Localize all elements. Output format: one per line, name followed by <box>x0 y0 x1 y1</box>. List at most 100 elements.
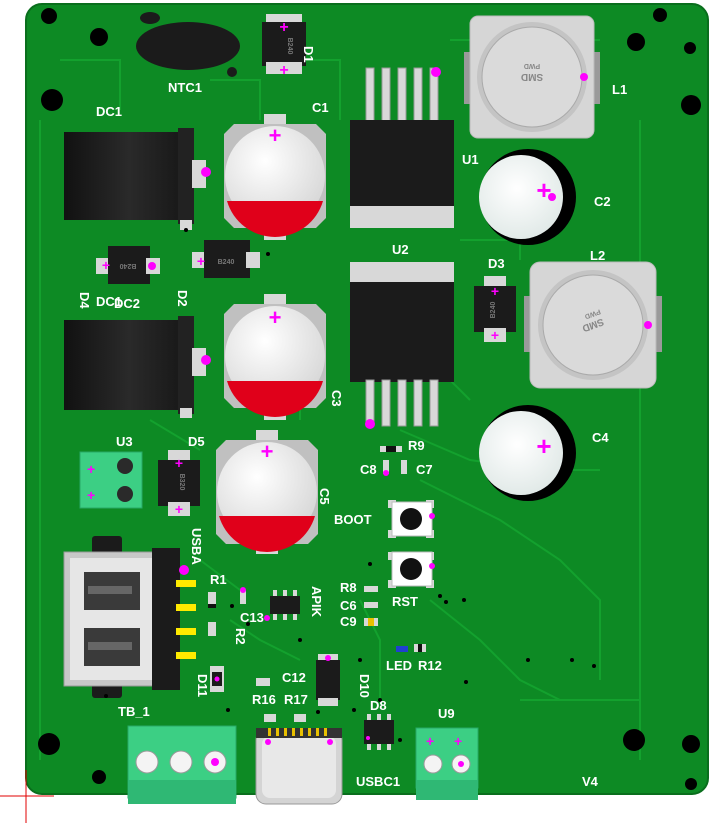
d3-diode[interactable]: B240 + + <box>474 276 516 343</box>
label-dc1: DC1 <box>96 104 122 119</box>
tb1-terminal[interactable] <box>127 725 237 804</box>
u1-regulator[interactable] <box>350 67 454 228</box>
vias <box>104 228 596 742</box>
label-dc1-b: DC1 <box>96 294 122 309</box>
rst-button[interactable] <box>388 551 435 588</box>
d11-diode[interactable] <box>210 666 224 692</box>
d8-chip[interactable] <box>364 714 394 750</box>
label-r12: R12 <box>418 658 442 673</box>
svg-text:+: + <box>454 733 462 749</box>
label-r16: R16 <box>252 692 276 707</box>
c7-capacitor[interactable] <box>401 460 407 474</box>
c8-capacitor[interactable] <box>383 460 389 476</box>
l1-text-top: SMD <box>521 71 543 82</box>
c9-capacitor[interactable] <box>364 618 378 626</box>
label-c13: C13 <box>240 610 264 625</box>
label-u1: U1 <box>462 152 479 167</box>
dc2-diode[interactable]: B240 + <box>96 246 160 284</box>
c12-capacitor[interactable] <box>256 678 270 686</box>
label-d1: D1 <box>301 46 316 63</box>
label-l2: L2 <box>590 248 605 263</box>
label-r8: R8 <box>340 580 357 595</box>
label-c9: C9 <box>340 614 357 629</box>
c2-capacitor[interactable]: + <box>479 149 576 245</box>
d10-diode[interactable] <box>316 654 340 706</box>
label-c7: C7 <box>416 462 433 477</box>
label-c5: C5 <box>317 488 332 505</box>
c3-capacitor[interactable]: + <box>224 294 326 420</box>
c1-capacitor[interactable]: + <box>224 114 326 240</box>
svg-text:+: + <box>536 175 551 205</box>
svg-text:+: + <box>261 439 274 464</box>
dc1-b-jack[interactable] <box>64 316 211 418</box>
usbc1-connector[interactable] <box>255 728 343 805</box>
r2-resistor[interactable] <box>208 622 216 636</box>
usba-connector[interactable] <box>63 536 196 698</box>
d5-code-text: B320 <box>178 474 185 491</box>
r8-resistor[interactable] <box>364 586 378 592</box>
u3-terminal[interactable]: + + <box>79 451 143 509</box>
svg-text:+: + <box>269 305 282 330</box>
r1-resistor[interactable] <box>208 592 216 608</box>
dc2-code-text: B240 <box>120 262 137 269</box>
label-d4: D4 <box>77 292 92 309</box>
ntc1-thermistor[interactable] <box>136 12 240 77</box>
svg-text:+: + <box>87 461 95 477</box>
svg-text:+: + <box>87 487 95 503</box>
c4-capacitor[interactable]: + <box>479 405 576 501</box>
l2-inductor[interactable]: SMD PWD <box>524 261 662 389</box>
status-led[interactable] <box>396 646 408 652</box>
label-usba: USBA <box>189 528 204 565</box>
c5-capacitor[interactable]: + <box>216 430 318 554</box>
label-tb1: TB_1 <box>118 704 150 719</box>
label-ntc1: NTC1 <box>168 80 202 95</box>
label-d3: D3 <box>488 256 505 271</box>
svg-text:+: + <box>491 283 499 299</box>
d1-diode[interactable]: B240 + + <box>262 14 306 79</box>
copper-traces <box>39 39 641 760</box>
u9-terminal[interactable]: + + <box>415 727 479 800</box>
apik-chip[interactable] <box>264 590 300 621</box>
svg-text:+: + <box>491 327 499 343</box>
label-c3: C3 <box>329 390 344 407</box>
label-r17: R17 <box>284 692 308 707</box>
svg-text:+: + <box>102 257 110 273</box>
label-boot: BOOT <box>334 512 372 527</box>
r12-resistor[interactable] <box>414 644 426 652</box>
l1-inductor[interactable]: SMD PWD <box>464 15 600 139</box>
l1-text-bottom: PWD <box>524 62 540 69</box>
label-r1: R1 <box>210 572 227 587</box>
svg-text:+: + <box>426 733 434 749</box>
c6-capacitor[interactable] <box>364 602 378 608</box>
label-u2: U2 <box>392 242 409 257</box>
label-usbc1: USBC1 <box>356 774 400 789</box>
r16-resistor[interactable] <box>264 714 276 722</box>
svg-text:+: + <box>279 62 288 79</box>
label-d10: D10 <box>357 674 372 698</box>
boot-button[interactable] <box>388 500 435 538</box>
label-u3: U3 <box>116 434 133 449</box>
label-apik: APIK <box>309 586 324 618</box>
u2-regulator[interactable] <box>350 262 454 429</box>
label-r2: R2 <box>233 628 248 645</box>
r17-resistor[interactable] <box>294 714 306 722</box>
d2-diode[interactable]: B240 + <box>192 240 260 278</box>
label-c4: C4 <box>592 430 609 445</box>
svg-text:+: + <box>279 19 288 36</box>
label-d5: D5 <box>188 434 205 449</box>
label-dc2: DC2 <box>114 296 140 311</box>
c13-capacitor[interactable] <box>240 587 246 604</box>
svg-text:+: + <box>175 455 183 471</box>
label-u9: U9 <box>438 706 455 721</box>
d1-code-text: B240 <box>286 38 293 55</box>
d5-diode[interactable]: B320 + + <box>158 450 200 517</box>
label-c6: C6 <box>340 598 357 613</box>
label-r9: R9 <box>408 438 425 453</box>
dc1-jack[interactable] <box>64 128 211 230</box>
label-led: LED <box>386 658 412 673</box>
d3-code-text: B240 <box>490 302 497 319</box>
r9-resistor[interactable] <box>380 446 402 452</box>
label-d2: D2 <box>175 290 190 307</box>
label-c8: C8 <box>360 462 377 477</box>
d2-code-text: B240 <box>218 259 235 266</box>
